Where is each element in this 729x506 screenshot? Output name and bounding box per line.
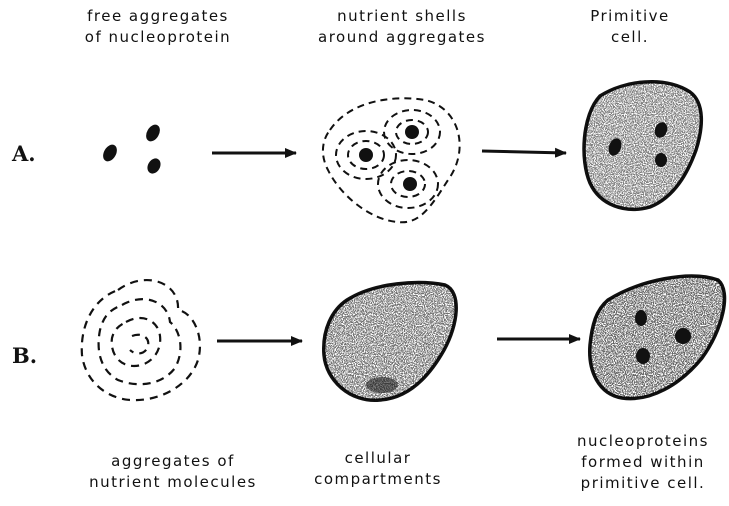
cell-stipple <box>590 276 725 399</box>
primitive-cell-a <box>584 82 701 210</box>
primitive-cell-b <box>590 276 725 399</box>
nutrient-shells-group <box>323 98 460 222</box>
label-nucleoproteins-formed: nucleoproteins formed within primitive c… <box>560 431 726 494</box>
nucleus <box>655 153 667 167</box>
dashed-blob-ring <box>130 335 148 354</box>
outer-shell <box>323 98 460 222</box>
dashed-blob-ring <box>112 318 161 366</box>
nucleus <box>636 348 650 364</box>
nucleus <box>635 310 647 326</box>
label-cellular-compartments: cellular compartments <box>298 448 458 490</box>
nucleoprotein-blob <box>405 125 419 139</box>
nucleoprotein-blob <box>359 148 373 162</box>
nucleoprotein-blob <box>100 142 119 164</box>
arrow-a2 <box>482 151 566 153</box>
label-aggregates-nutrient-molecules: aggregates of nutrient molecules <box>68 451 278 493</box>
cellular-compartment <box>324 283 456 401</box>
nucleus <box>675 328 691 344</box>
nutrient-molecule-aggregate <box>82 280 200 400</box>
dashed-blob-outline <box>82 280 200 400</box>
nucleoprotein-blob <box>145 156 163 176</box>
cell-stipple <box>584 82 701 210</box>
nucleoprotein-blob <box>403 177 417 191</box>
free-aggregates-group <box>100 122 163 176</box>
nucleoprotein-blob <box>143 122 162 144</box>
dense-region <box>366 377 398 393</box>
